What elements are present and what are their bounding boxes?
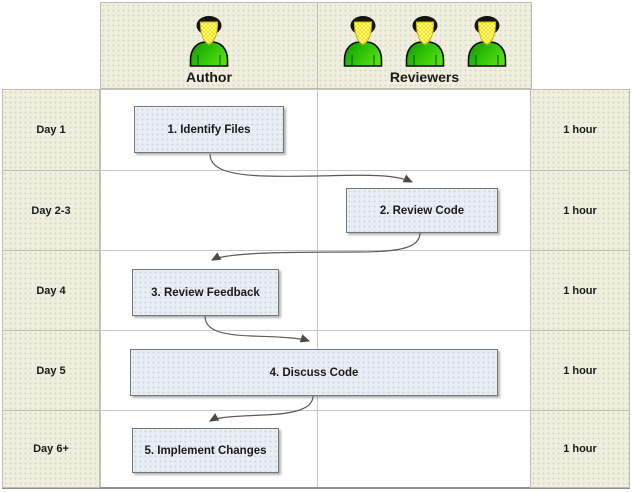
grid-line-top <box>2 89 630 90</box>
diagram-bottom-border <box>2 487 630 489</box>
row-label-day4: Day 4 <box>2 250 100 331</box>
flow-arrow-1 <box>209 153 414 183</box>
person-icon <box>188 15 230 67</box>
author-icon-group <box>188 15 230 67</box>
row-duration-day1: 1 hour <box>530 89 630 171</box>
lane-label-author: Author <box>186 69 232 85</box>
lane-header-author: Author <box>100 2 318 89</box>
row-label-day6: Day 6+ <box>2 410 100 488</box>
row-label-day1: Day 1 <box>2 89 100 171</box>
flow-arrow-2 <box>210 232 421 261</box>
step-box-review-code: 2. Review Code <box>346 188 498 233</box>
reviewers-icon-group <box>341 15 509 67</box>
person-icon <box>341 15 385 67</box>
step-box-discuss-code: 4. Discuss Code <box>130 349 498 396</box>
lane-header-reviewers: Reviewers <box>317 2 532 89</box>
row-duration-day4: 1 hour <box>530 250 630 331</box>
row-label-day5: Day 5 <box>2 330 100 411</box>
grid-line-row4 <box>2 410 630 411</box>
grid-line-lane-split <box>317 89 318 488</box>
grid-line-author-left <box>100 89 101 488</box>
grid-line-row3 <box>2 330 630 331</box>
step-box-implement-changes: 5. Implement Changes <box>132 428 279 473</box>
step-box-identify-files: 1. Identify Files <box>134 106 284 153</box>
flow-arrow-3 <box>204 315 311 343</box>
row-duration-day6: 1 hour <box>530 410 630 488</box>
row-duration-day23: 1 hour <box>530 170 630 251</box>
person-icon <box>465 15 509 67</box>
row-duration-day5: 1 hour <box>530 330 630 411</box>
step-box-review-feedback: 3. Review Feedback <box>132 269 279 316</box>
flow-arrow-4 <box>208 395 314 422</box>
row-label-day23: Day 2-3 <box>2 170 100 251</box>
person-icon <box>403 15 447 67</box>
lane-label-reviewers: Reviewers <box>389 69 460 85</box>
